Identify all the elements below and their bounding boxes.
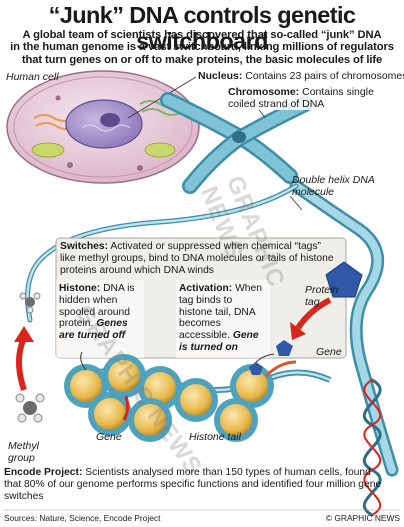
gene-label-bottom: Gene	[96, 431, 122, 443]
protein-tag-large	[325, 261, 363, 298]
histone-panel-bg	[56, 280, 144, 358]
helix-leader-line	[289, 195, 303, 211]
switches-body: Activated or suppressed when chemical “t…	[60, 241, 334, 276]
chromosome-label-text: Contains single coiled strand of DNA	[228, 86, 374, 110]
gene-label-right: Gene	[316, 346, 342, 358]
activation-title: Activation:	[179, 283, 233, 294]
histone-tail-label: Histone tail	[189, 431, 241, 443]
protein-tag-small	[276, 340, 293, 356]
dna-strand	[25, 179, 399, 517]
methyl-group-icon	[15, 393, 45, 423]
protein-tag-small-2	[249, 362, 263, 375]
encode-body: Scientists analysed more than 150 types …	[4, 467, 382, 502]
activation-text: Activation: When tag binds to histone ta…	[179, 283, 265, 354]
activation-emphasis: Gene is turned on	[179, 330, 259, 353]
nucleus-label-text: Contains 23 pairs of chromosomes	[245, 70, 404, 82]
activation-panel-bg	[176, 280, 270, 358]
page-title: “Junk” DNA controls genetic switchboard	[48, 2, 356, 54]
human-cell-label: Human cell	[6, 71, 59, 83]
red-arrows	[14, 297, 332, 391]
nucleus-label-title: Nucleus:	[198, 70, 243, 82]
protein-tag-label: Protein tag	[305, 284, 339, 308]
switches-title: Switches:	[60, 241, 109, 252]
histone-emphasis: Genes are turned off	[59, 318, 128, 342]
intro-line: A global team of scientists has discover…	[22, 29, 382, 41]
methyl-group-label: Methyl group	[8, 440, 39, 464]
histone-title: Histone:	[59, 283, 101, 294]
intro-line: in the human genome is a vast switchboar…	[10, 41, 394, 54]
copyright-credit: © GRAPHIC NEWS	[325, 513, 400, 523]
encode-title: Encode Project:	[4, 467, 83, 478]
intro-text: A global team of scientists has discover…	[4, 29, 400, 66]
sources-credit: Sources: Nature, Science, Encode Project	[4, 513, 161, 523]
histone-body: DNA is hidden when spooled around protei…	[59, 283, 135, 330]
human-cell	[6, 70, 200, 184]
intro-line: that turn genes on or off to make protei…	[21, 53, 383, 66]
chromosome-label-title: Chromosome:	[228, 86, 300, 98]
chromosome-label: Chromosome: Contains single coiled stran…	[226, 86, 404, 110]
double-helix-label: Double helix DNA molecule	[292, 174, 375, 198]
histone-text: Histone: DNA is hidden when spooled arou…	[59, 283, 141, 342]
nucleus-label: Nucleus: Contains 23 pairs of chromosome…	[196, 70, 404, 82]
switches-text: Switches: Activated or suppressed when c…	[60, 241, 336, 276]
encode-project-text: Encode Project: Scientists analysed more…	[4, 467, 382, 503]
activation-body: When tag binds to histone tail, DNA beco…	[179, 283, 262, 342]
methyl-group-small-icon	[19, 292, 41, 314]
chromosome	[160, 92, 313, 194]
nucleosome-chain	[64, 351, 332, 442]
